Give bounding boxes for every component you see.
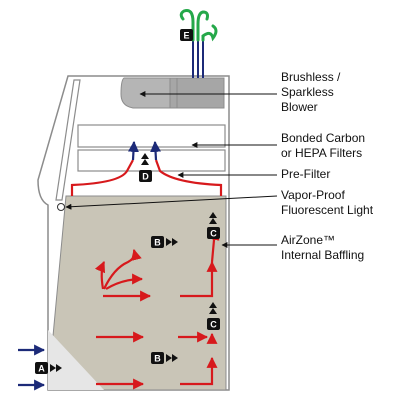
label-filters: Bonded Carbon or HEPA Filters [281, 131, 365, 161]
badge-c-upper: C [207, 212, 220, 239]
badge-b-lower-text: B [154, 354, 161, 364]
airflow-top [70, 140, 223, 196]
badge-a: A [35, 362, 62, 374]
label-light-line-2: Fluorescent Light [281, 203, 374, 217]
triple-chevron-icon [50, 364, 62, 372]
label-light-line-1: Vapor-Proof [281, 188, 345, 202]
badge-e: E [180, 29, 193, 41]
badge-b-upper-text: B [154, 238, 161, 248]
badge-c-upper-text: C [210, 229, 217, 239]
label-baffling-line-1: AirZone™ [281, 233, 336, 247]
label-blower: Brushless / Sparkless Blower [281, 70, 340, 115]
carbon-hepa-filter-2 [77, 149, 226, 172]
badge-c-lower: C [207, 302, 220, 330]
work-area [47, 195, 227, 391]
triple-chevron-icon [166, 238, 178, 246]
exhaust-pipes [192, 40, 204, 78]
label-prefilter: Pre-Filter [281, 167, 330, 182]
blower-housing [169, 77, 225, 109]
leader-light [65, 195, 278, 210]
label-blower-line-3: Blower [281, 100, 318, 114]
badge-b-lower: B [151, 352, 178, 364]
label-blower-line-2: Sparkless [281, 85, 334, 99]
work-area-opening [48, 330, 104, 390]
leader-lines [65, 91, 278, 248]
blower-fan-icon [120, 77, 171, 109]
clean-air-icon [179, 9, 218, 42]
label-blower-line-1: Brushless / [281, 70, 341, 84]
label-baffling-line-2: Internal Baffling [281, 248, 365, 262]
badge-d-text: D [142, 172, 149, 182]
fluorescent-light-icon [57, 203, 65, 211]
badge-b-upper: B [151, 236, 178, 248]
airflow-inlet [18, 344, 46, 391]
label-filters-line-1: Bonded Carbon [281, 131, 366, 145]
cabinet [37, 75, 230, 391]
badge-e-text: E [183, 31, 189, 41]
label-prefilter-line-1: Pre-Filter [281, 167, 331, 181]
triple-chevron-icon [166, 354, 178, 362]
badge-a-text: A [38, 364, 45, 374]
blower [120, 77, 225, 109]
badge-c-lower-text: C [210, 320, 217, 330]
airflow-internal [94, 228, 220, 390]
triple-chevron-icon [209, 212, 217, 224]
label-filters-line-2: or HEPA Filters [281, 146, 363, 160]
carbon-hepa-filter-1 [77, 124, 226, 148]
triple-chevron-icon [209, 302, 217, 314]
label-light: Vapor-Proof Fluorescent Light [281, 188, 373, 218]
label-baffling: AirZone™ Internal Baffling [281, 233, 364, 263]
triple-chevron-icon [141, 153, 149, 165]
badge-d: D [139, 153, 152, 182]
front-sash [55, 79, 81, 201]
